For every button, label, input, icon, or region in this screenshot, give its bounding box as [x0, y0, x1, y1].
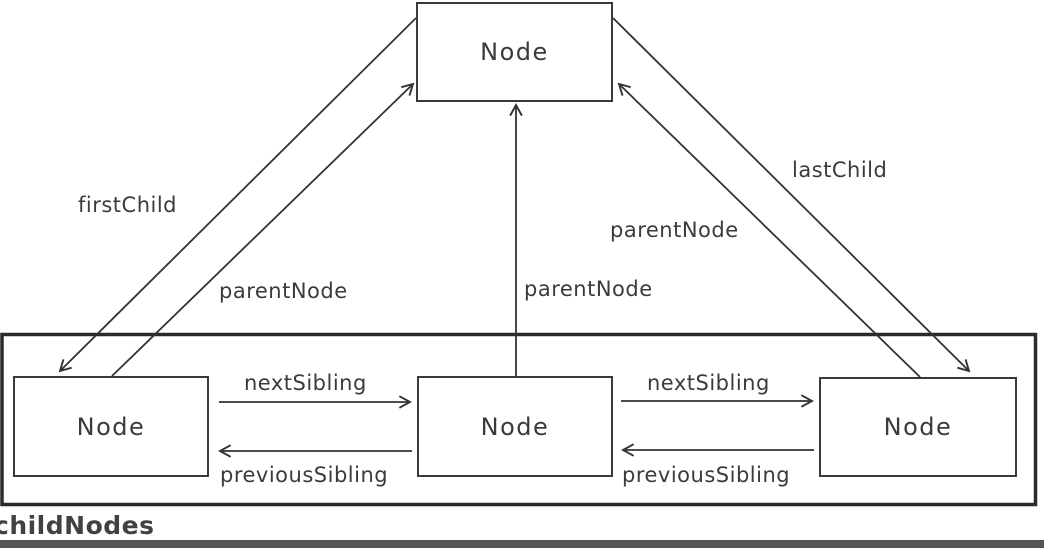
- last-child-arrow: [612, 17, 971, 373]
- node-box-parent: Node: [416, 2, 613, 102]
- edge-label-parent-node-from-first: parentNode: [219, 279, 348, 303]
- parent-node-arrow-from-last: [617, 82, 921, 378]
- node-box-first-child: Node: [13, 376, 209, 477]
- edge-label-parent-node-from-middle: parentNode: [524, 277, 653, 301]
- parent-node-arrow-from-first: [111, 82, 415, 377]
- edge-label-last-child: lastChild: [792, 158, 888, 182]
- edge-label-previous-sibling-left: previousSibling: [220, 463, 389, 487]
- edge-label-next-sibling-right: nextSibling: [647, 371, 770, 395]
- first-child-arrow: [58, 17, 417, 373]
- node-label: Node: [480, 38, 549, 66]
- node-label: Node: [883, 413, 953, 441]
- edge-label-first-child: firstChild: [78, 193, 178, 217]
- node-label: Node: [480, 412, 550, 441]
- childnodes-container-box: [0, 332, 1038, 507]
- edge-label-parent-node-from-last: parentNode: [610, 218, 739, 242]
- childnodes-caption: childNodes: [0, 511, 155, 540]
- edge-label-next-sibling-left: nextSibling: [244, 371, 367, 395]
- bottom-edge-bar: [0, 540, 1044, 548]
- edge-label-previous-sibling-right: previousSibling: [622, 463, 791, 487]
- node-box-last-child: Node: [819, 377, 1017, 477]
- node-label: Node: [76, 412, 146, 441]
- node-box-middle-child: Node: [417, 376, 613, 477]
